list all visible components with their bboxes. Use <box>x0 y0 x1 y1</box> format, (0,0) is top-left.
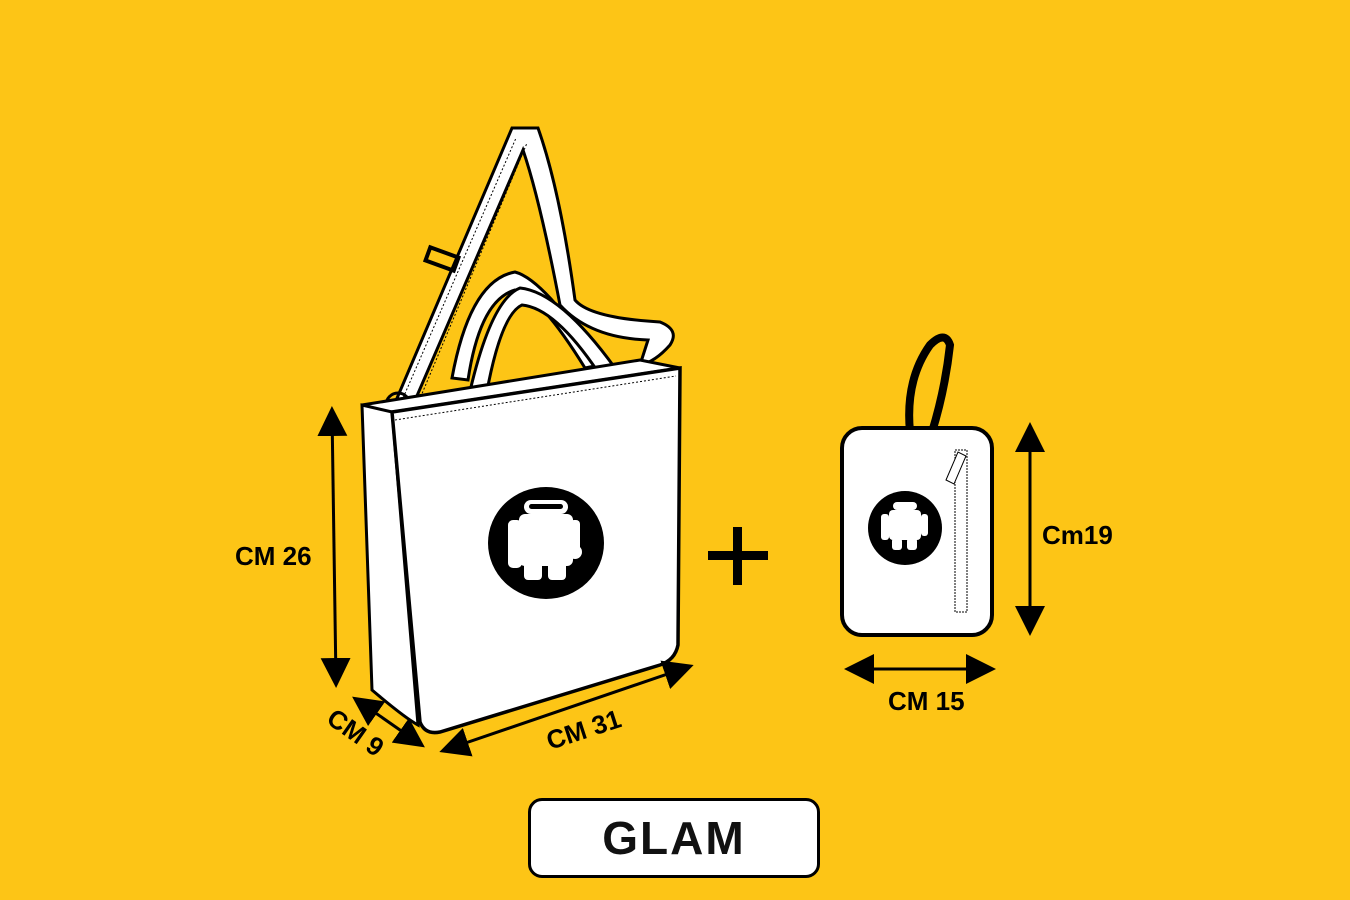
width-arrow <box>439 660 694 757</box>
shoulder-strap <box>384 126 675 419</box>
robot-logo <box>868 491 942 565</box>
height-arrow <box>317 406 351 688</box>
product-name-badge: GLAM <box>528 798 820 878</box>
robot-logo <box>488 487 604 599</box>
product-name: GLAM <box>602 812 746 864</box>
tote-depth-label: CM 9 <box>322 702 390 762</box>
pouch <box>840 333 994 637</box>
tote-height-label: CM 26 <box>235 541 312 571</box>
depth-arrow <box>352 696 425 748</box>
pouch-height-label: Cm19 <box>1042 520 1113 550</box>
plus-icon <box>708 527 768 585</box>
tote-bag <box>360 358 682 735</box>
strap-buckle <box>422 244 462 274</box>
pouch-width-label: CM 15 <box>888 686 965 716</box>
